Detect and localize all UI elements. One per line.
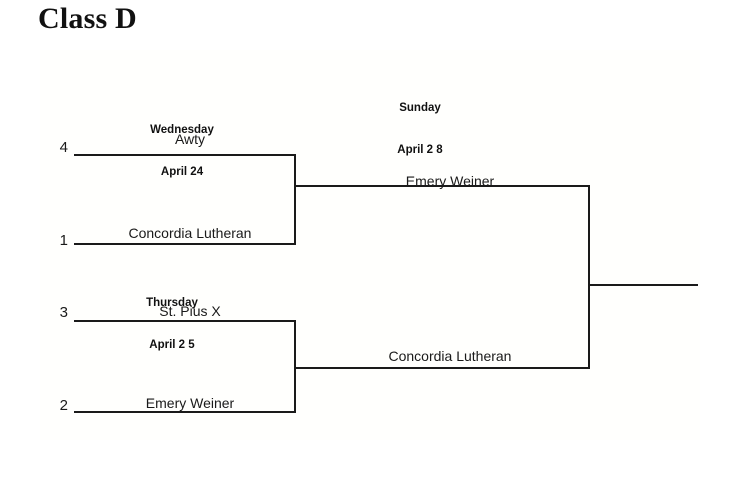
team-slot-semifinal-upper[interactable]: Emery Weiner (405, 173, 495, 189)
slot-line-lower-bottom (74, 411, 296, 413)
round-header-day: Thursday (146, 297, 198, 309)
round-header-date: April 2 5 (149, 339, 195, 351)
seed-number: 1 (59, 232, 68, 249)
round-header-day: Wednesday (150, 124, 214, 136)
seed-number: 2 (59, 397, 68, 414)
slot-line-upper-top (74, 154, 296, 156)
bracket-background (40, 50, 700, 440)
bracket-connector-upper (294, 154, 296, 245)
team-slot-emery-weiner[interactable]: Emery Weiner (145, 395, 235, 411)
round-header-date: April 2 8 (397, 144, 443, 156)
team-slot-st-pius-x[interactable]: St. Pius X (159, 303, 221, 319)
slot-line-upper-bottom (74, 243, 296, 245)
bracket-connector-final (588, 185, 590, 369)
round-header-sunday: Sunday April 2 8 (360, 73, 480, 171)
team-slot-awty[interactable]: Awty (174, 131, 206, 147)
bracket-connector-lower (294, 320, 296, 413)
round-header-thursday: Thursday April 2 5 (112, 268, 232, 366)
round-header-day: Sunday (399, 102, 441, 114)
team-slot-semifinal-lower[interactable]: Concordia Lutheran (388, 348, 512, 364)
slot-line-lower-top (74, 320, 296, 322)
round-header-date: April 24 (160, 166, 204, 178)
advance-line-lower (294, 367, 590, 369)
champion-line (588, 284, 698, 286)
team-slot-concordia-lutheran[interactable]: Concordia Lutheran (128, 225, 252, 241)
advance-line-upper (294, 185, 590, 187)
seed-number: 4 (59, 139, 68, 156)
round-header-wednesday: Wednesday April 24 (122, 95, 242, 193)
page-title: Class D (38, 2, 137, 35)
seed-number: 3 (59, 304, 68, 321)
